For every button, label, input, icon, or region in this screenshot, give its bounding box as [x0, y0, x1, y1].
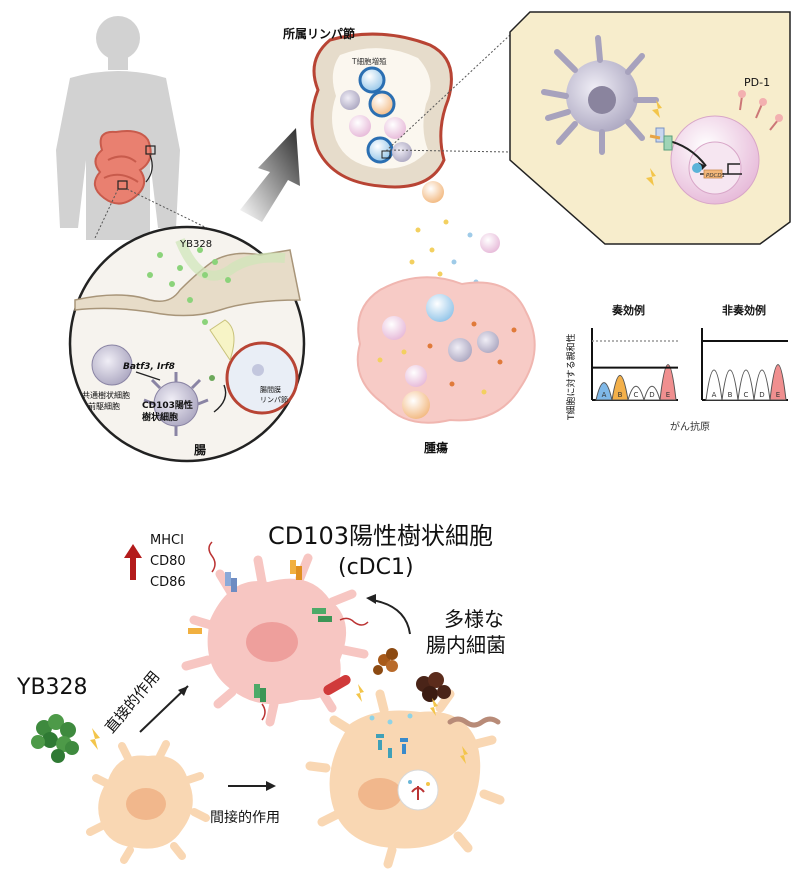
arrow-to-lymph-node [240, 128, 300, 222]
activated-dc-cell [181, 541, 369, 727]
lymph-node [310, 32, 453, 189]
t-cell-proliferation-label: T細胞増殖 [351, 56, 387, 66]
yb328-top-label: YB328 [179, 239, 212, 250]
bacteria-label-2: 腸内細菌 [426, 633, 506, 657]
immature-dc-cell [86, 740, 210, 864]
intestine-organ [93, 130, 156, 205]
chart-panel-nonresponder: A B C D E [701, 328, 788, 401]
tick-label-d: D [759, 391, 764, 399]
pdcd1-label: PDCD1 [706, 173, 725, 179]
panel-title-responder: 奏効例 [611, 303, 645, 317]
chart-ylabel: T細胞に対する親和性 [565, 334, 577, 422]
marker-mhci: MHCI [150, 533, 184, 548]
intestine-zoom-circle [68, 225, 306, 463]
genes-label: Batf3, Irf8 [123, 362, 175, 372]
tick-label-d: D [649, 391, 654, 399]
synapse-inset [509, 11, 791, 245]
peak-c [737, 369, 755, 401]
indirect-action-label: 間接的作用 [210, 809, 280, 826]
tick-label-c: C [634, 391, 639, 399]
chart-panel-responder: A B C D E [591, 328, 678, 401]
marker-cd86: CD86 [150, 575, 186, 590]
marker-cd80: CD80 [150, 554, 186, 569]
cd103-dc-label-2: 樹状細胞 [142, 411, 178, 423]
bacteria-to-dc-arrow [371, 599, 411, 635]
migrating-cells [409, 181, 500, 285]
zoom-box-intestine [117, 180, 128, 190]
bottom-scene [31, 541, 505, 869]
tick-label-c: C [744, 391, 749, 399]
zoom-box-small [145, 145, 156, 155]
direct-action-label: 直接的作用 [101, 668, 163, 737]
intestine-label: 腸 [194, 443, 206, 457]
cd103-dc-label-1: CD103陽性 [142, 399, 193, 411]
peak-e [659, 364, 677, 401]
peak-a [705, 369, 723, 401]
gut-bacteria [323, 648, 501, 764]
panel-title-nonresponder: 非奏効例 [722, 303, 766, 317]
yb328-bottom-label: YB328 [16, 675, 88, 700]
human-silhouette [56, 16, 180, 240]
spark-icon [90, 728, 100, 750]
cdc1-title-line2: (cDC1) [338, 555, 414, 580]
lymph-node-label: 所属リンパ節 [283, 26, 355, 41]
tick-label-e: E [776, 391, 780, 399]
mesenteric-ln-label-1: 腸間膜 [260, 385, 281, 394]
peak-b [721, 369, 739, 401]
tick-label-b: B [728, 391, 733, 399]
affinity-chart: T細胞に対する親和性 がん抗原 奏効例 非奏効例 A B C D E A B C D E [565, 303, 788, 433]
tumor [356, 276, 536, 424]
precursor-label-2: 前駆細胞 [88, 401, 120, 411]
tumor-label: 腫瘍 [424, 440, 448, 455]
tick-label-b: B [618, 391, 623, 399]
phagocytic-dc-cell [305, 689, 505, 869]
precursor-label-1: 共通樹状細胞 [82, 390, 130, 400]
bacteria-label-1: 多様な [444, 607, 504, 631]
cdc1-title-line1: CD103陽性樹状細胞 [268, 522, 493, 550]
tick-label-a: A [602, 391, 607, 399]
chart-xlabel: がん抗原 [670, 420, 710, 433]
tick-label-a: A [712, 391, 717, 399]
mesenteric-ln-label-2: リンパ節 [260, 395, 288, 404]
tick-label-e: E [666, 391, 670, 399]
pd1-label: PD-1 [744, 76, 770, 89]
peak-e [769, 364, 787, 401]
direct-action-arrow [139, 685, 189, 733]
yb328-bacteria-cluster [31, 714, 79, 763]
